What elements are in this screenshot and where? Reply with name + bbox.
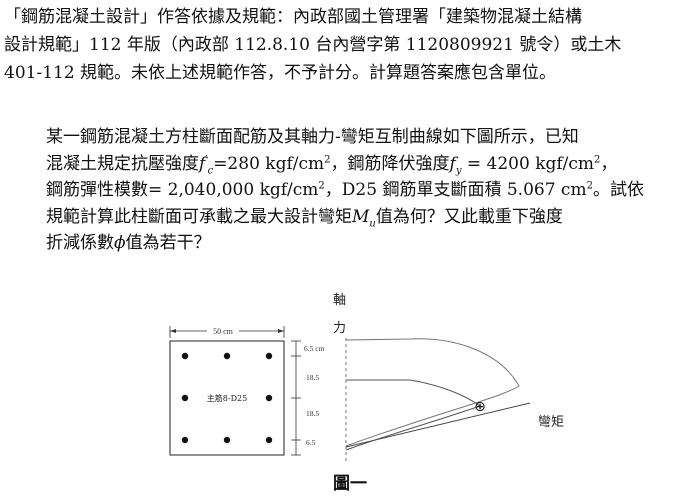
text: 折減係數 <box>46 233 114 253</box>
nominal-curve <box>345 338 520 447</box>
problem-line-2: 混凝土規定抗壓強度f′c=280 kgf/cm2，鋼筋降伏強度fy = 4200… <box>46 151 692 178</box>
label-bg <box>207 326 239 336</box>
text: f <box>449 153 456 174</box>
arrow-icon <box>278 329 284 333</box>
rebar <box>223 352 231 360</box>
text: 規範計算此柱斷面可承載之最大設計彎矩 <box>46 206 352 227</box>
figure-caption: 圖一 <box>333 474 367 494</box>
text: c <box>207 164 214 176</box>
rebar <box>181 436 189 444</box>
problem-statement: 某一鋼筋混凝土方柱斷面配筋及其軸力-彎矩互制曲線如下圖所示，已知 混凝土規定抗壓… <box>46 124 692 257</box>
target-point-icon: ⊕ <box>474 399 486 415</box>
dim-label: 6.5 <box>306 438 316 447</box>
axial-force-axis-label: 軸 <box>333 293 346 308</box>
text: 鋼筋彈性模數= 2,040,000 kgf/cm <box>46 180 319 200</box>
rebar <box>265 394 273 402</box>
text: ， <box>600 153 618 174</box>
symbol-phi: ϕ <box>114 233 126 253</box>
column-section: 50 cm 主筋8-D25 6.5 cm 18.5 18.5 6.5 <box>169 326 325 456</box>
rebar <box>265 352 273 360</box>
text: =280 kgf/cm <box>213 153 325 174</box>
text: ′ <box>205 153 208 165</box>
text: 值為若干？ <box>125 233 211 253</box>
text: 值為何？又此載重下強度 <box>375 206 563 227</box>
rebar <box>223 436 231 444</box>
rebar <box>181 352 189 360</box>
moment-axis-label: 彎矩 <box>538 415 564 430</box>
problem-line-1: 某一鋼筋混凝土方柱斷面配筋及其軸力-彎矩互制曲線如下圖所示，已知 <box>46 127 579 147</box>
text: M <box>352 206 370 227</box>
dim-label: 18.5 <box>306 373 319 382</box>
rebar <box>181 394 189 402</box>
rebar-label: 主筋8-D25 <box>207 393 247 403</box>
dim-label: 6.5 cm <box>304 344 325 353</box>
dim-label: 18.5 <box>306 409 319 418</box>
column-outline <box>169 340 285 456</box>
text: = 4200 kgf/cm <box>461 153 595 174</box>
problem-line-5: 折減係數ϕ值為若干？ <box>46 230 692 257</box>
text: y <box>455 164 462 176</box>
problem-line-3: 鋼筋彈性模數= 2,040,000 kgf/cm2，D25 鋼筋單支斷面積 5.… <box>46 177 692 204</box>
design-curve <box>345 379 482 451</box>
arrow-icon <box>170 329 176 333</box>
instruction-line: 設計規範」112 年版（內政部 112.8.10 台內營字第 112080992… <box>4 35 622 55</box>
text: ，鋼筋降伏強度 <box>330 153 450 174</box>
width-label: 50 cm <box>213 327 234 336</box>
exam-instructions: 「鋼筋混凝土設計」作答依據及規範：內政部國土管理署「建築物混凝土結構 設計規範」… <box>4 3 692 87</box>
symbol-fc: f′c <box>199 153 214 176</box>
symbol-fy: fy <box>449 153 462 176</box>
rebar <box>265 436 273 444</box>
text: f <box>199 153 206 174</box>
text: 2 <box>324 153 331 165</box>
text: 混凝土規定抗壓強度 <box>46 153 199 174</box>
text: u <box>369 217 376 229</box>
symbol-mu: Mu <box>352 206 376 229</box>
text: ，D25 鋼筋單支斷面積 5.067 cm <box>324 180 587 200</box>
text: 2 <box>586 180 593 192</box>
instruction-line: 401-112 規範。未依上述規範作答，不予計分。計算題答案應包含單位。 <box>4 63 557 83</box>
instruction-line: 「鋼筋混凝土設計」作答依據及規範：內政部國土管理署「建築物混凝土結構 <box>4 7 582 27</box>
problem-line-4: 規範計算此柱斷面可承載之最大設計彎矩Mu值為何？又此載重下強度 <box>46 204 692 231</box>
text: 。試依 <box>592 180 644 200</box>
text: 2 <box>318 180 325 192</box>
axial-force-axis-label: 力 <box>333 321 346 336</box>
text: 2 <box>594 153 601 165</box>
interaction-diagram: 軸 力 ⊕ 彎矩 <box>333 293 564 462</box>
